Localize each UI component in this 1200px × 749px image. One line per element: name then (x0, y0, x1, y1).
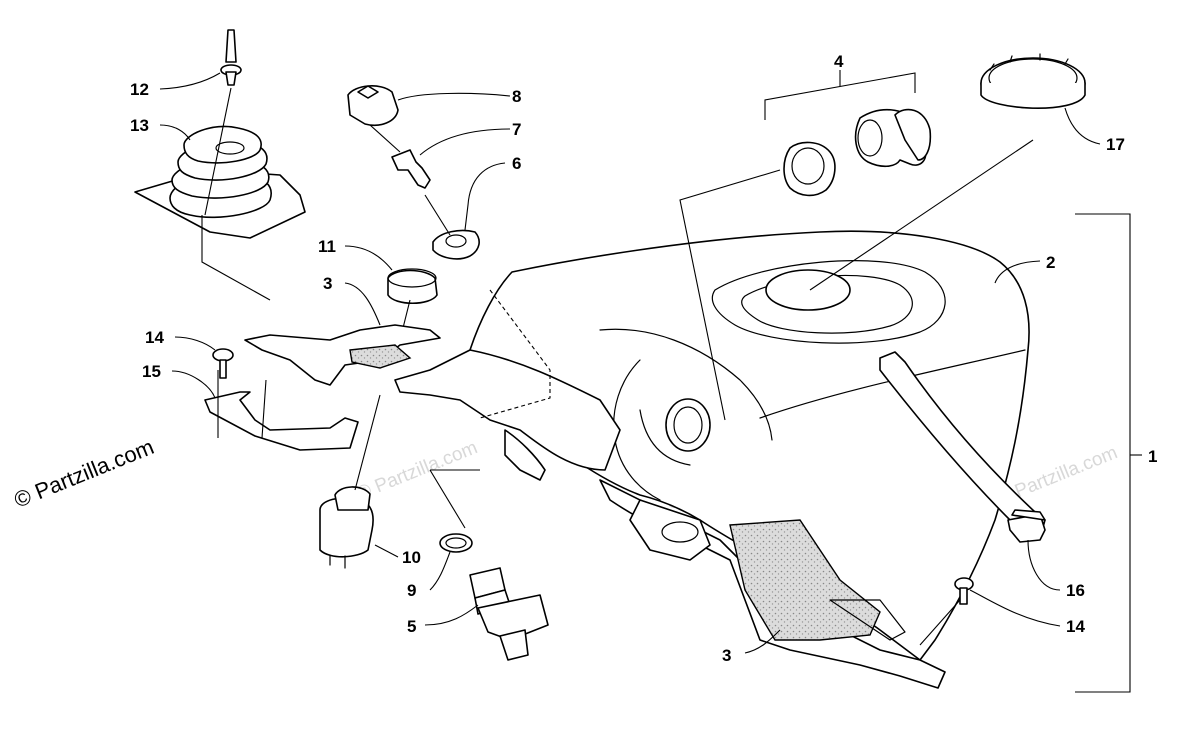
callout-3: 3 (323, 274, 332, 293)
boot-and-brackets (134, 29, 441, 451)
callout-13: 13 (130, 116, 149, 135)
callout-17: 17 (1106, 135, 1125, 154)
part-4-cap-assembly (783, 108, 932, 197)
callout-6: 6 (512, 154, 521, 173)
callout-11: 11 (318, 237, 336, 256)
callout-5: 5 (407, 617, 416, 636)
watermark-text: © Partzilla.com (354, 437, 481, 504)
part-5-sender (429, 469, 549, 661)
callout-14: 14 (1066, 617, 1085, 636)
callout-2: 2 (1046, 253, 1055, 272)
copyright-text: © Partzilla.com (11, 434, 158, 513)
fuel-tank-cover (394, 230, 1030, 689)
callout-14: 14 (145, 328, 164, 347)
callout-10: 10 (402, 548, 421, 567)
callout-4: 4 (834, 52, 844, 71)
part-17-ring (980, 53, 1086, 109)
ignition-parts (347, 85, 480, 341)
callout-8: 8 (512, 87, 521, 106)
callout-16: 16 (1066, 581, 1085, 600)
callout-15: 15 (142, 362, 161, 381)
callout-9: 9 (407, 581, 416, 600)
callout-1: 1 (1148, 447, 1157, 466)
part-10-ignition-switch (319, 394, 381, 569)
tank-strap (879, 351, 1046, 543)
callout-labels: 1 2 3 3 4 5 6 7 8 9 10 11 12 13 14 14 15… (130, 52, 1157, 665)
callout-12: 12 (130, 80, 149, 99)
part-14-bolt-right (954, 577, 974, 605)
leader-lines (159, 70, 1142, 693)
callout-3: 3 (722, 646, 731, 665)
callout-7: 7 (512, 120, 521, 139)
